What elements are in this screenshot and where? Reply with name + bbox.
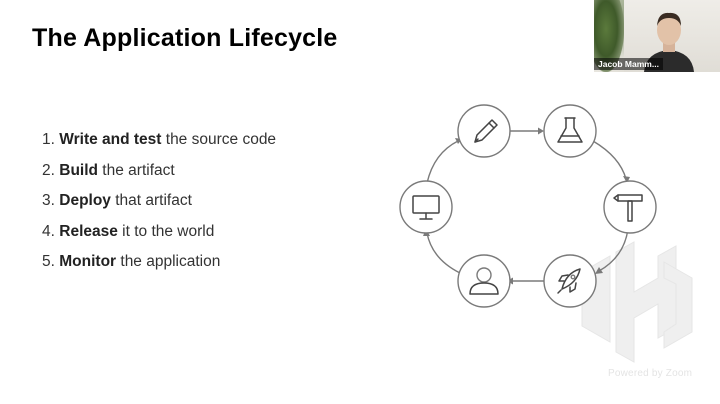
hashicorp-logo-watermark: [581, 241, 693, 363]
flask-icon: [557, 117, 583, 143]
step-keyword: Build: [59, 161, 98, 179]
list-item: 2. Build the artifact: [42, 159, 276, 190]
node-release: [457, 254, 511, 308]
step-number: 5.: [42, 253, 55, 271]
step-keyword: Monitor: [59, 253, 117, 271]
step-text: the source code: [161, 131, 277, 148]
arrow-test-to-build: [592, 140, 627, 180]
arrow-monitor-to-write: [426, 140, 459, 184]
rocket-icon: [557, 268, 581, 294]
step-number: 4.: [42, 222, 55, 240]
step-text: the artifact: [98, 161, 175, 179]
node-test: [543, 104, 597, 158]
powered-by-zoom-watermark: Powered by Zoom: [608, 368, 693, 379]
node-write-and-test: [457, 104, 511, 158]
node-deploy: [543, 254, 597, 308]
step-keyword: Deploy: [59, 192, 111, 210]
participant-name: Jacob Mamm...: [594, 58, 663, 70]
arrow-release-to-monitor: [426, 232, 461, 274]
list-item: 1. Write and test the source code: [42, 128, 276, 159]
arrow-build-to-deploy: [598, 228, 629, 272]
step-text: the application: [116, 253, 221, 271]
step-text: it to the world: [117, 222, 215, 240]
list-item: 4. Release it to the world: [42, 220, 276, 251]
user-icon: [469, 267, 499, 295]
node-monitor: [399, 180, 453, 234]
step-keyword: Release: [59, 222, 118, 240]
step-number: 1.: [42, 131, 55, 148]
list-item: 5. Monitor the application: [42, 250, 276, 281]
arrowhead: [538, 127, 544, 135]
list-item: 3. Deploy that artifact: [42, 189, 276, 220]
step-number: 2.: [42, 161, 55, 179]
slide-title: The Application Lifecycle: [32, 24, 338, 52]
participant-video-tile[interactable]: Jacob Mamm...: [594, 0, 720, 72]
monitor-icon: [412, 195, 440, 220]
hammer-icon: [613, 194, 643, 222]
step-number: 3.: [42, 192, 55, 210]
pencil-icon: [474, 119, 498, 143]
arrowhead: [623, 176, 630, 183]
step-text: that artifact: [110, 192, 192, 210]
step-keyword: Write and test: [59, 131, 162, 148]
lifecycle-steps-list: 1. Write and test the source code 2. Bui…: [42, 128, 276, 281]
node-build: [603, 180, 657, 234]
arrowhead: [595, 267, 603, 274]
lifecycle-diagram: [399, 104, 657, 308]
